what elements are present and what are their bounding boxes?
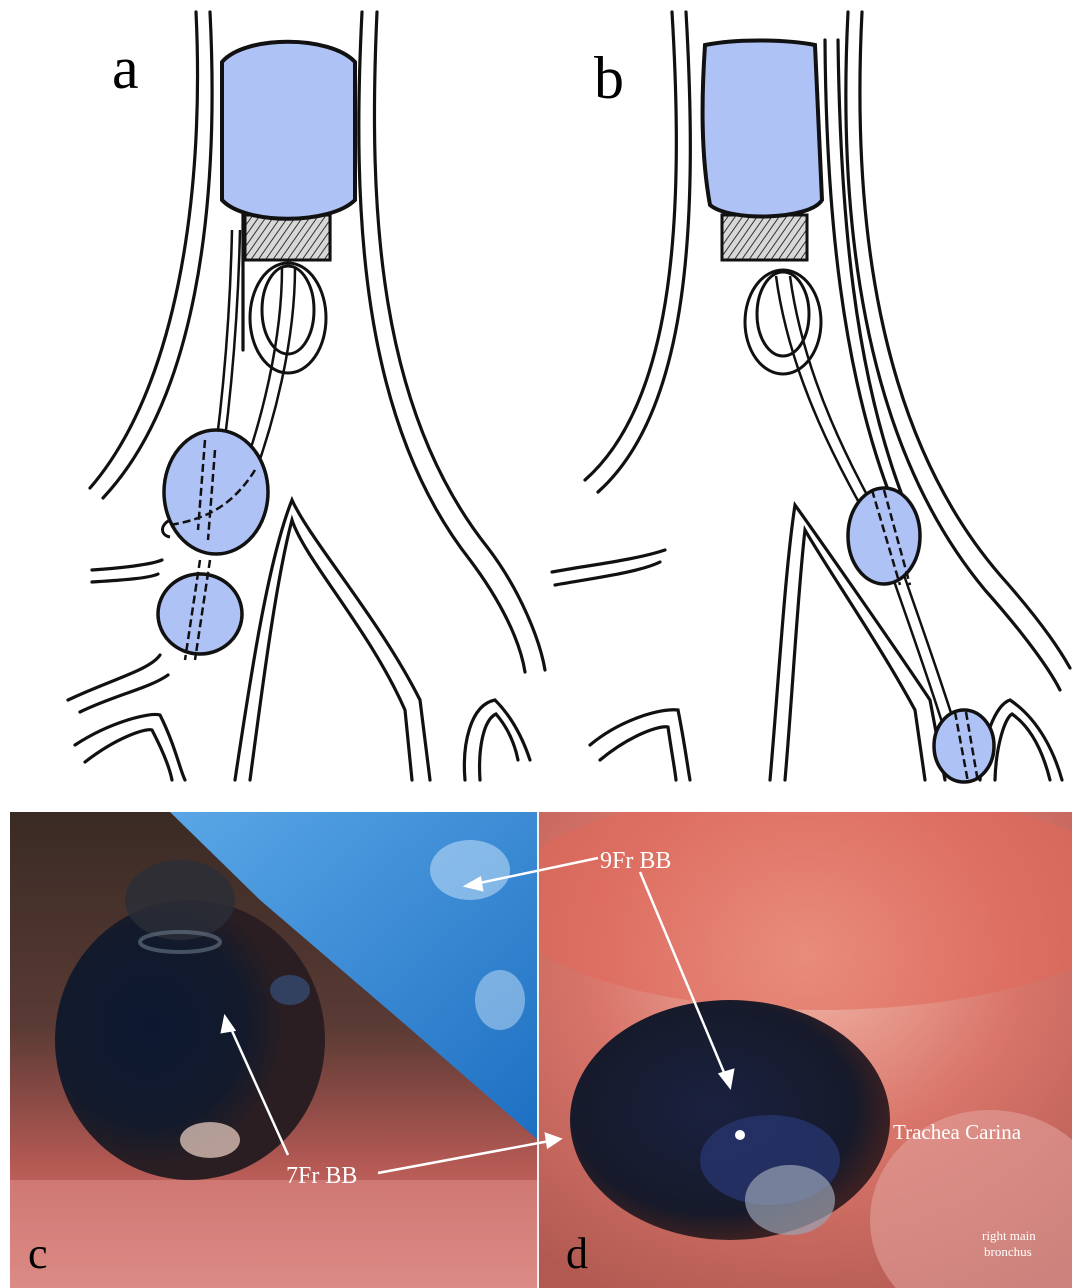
cuff-a	[222, 42, 355, 219]
tube-shaft-a	[245, 215, 330, 260]
label-right-main-line2: bronchus	[984, 1244, 1032, 1259]
panel-label-a: a	[112, 35, 139, 101]
panel-label-b: b	[594, 45, 624, 111]
panel-c-photo	[10, 812, 538, 1288]
tube-shaft-b	[722, 215, 807, 260]
label-7fr-bb: 7Fr BB	[286, 1163, 357, 1189]
panel-label-d: d	[566, 1229, 588, 1278]
cuff-b	[703, 40, 822, 216]
panel-label-c: c	[28, 1229, 48, 1278]
balloon-a-upper	[164, 430, 268, 554]
label-right-main-line1: right main	[982, 1228, 1036, 1243]
balloon-b-lower	[934, 710, 994, 782]
balloon-a-lower	[158, 574, 242, 654]
panel-d-photo	[500, 790, 1072, 1288]
balloon-b-upper	[848, 488, 920, 584]
label-trachea-carina: Trachea Carina	[893, 1120, 1022, 1144]
label-9fr-bb: 9Fr BB	[600, 848, 671, 874]
